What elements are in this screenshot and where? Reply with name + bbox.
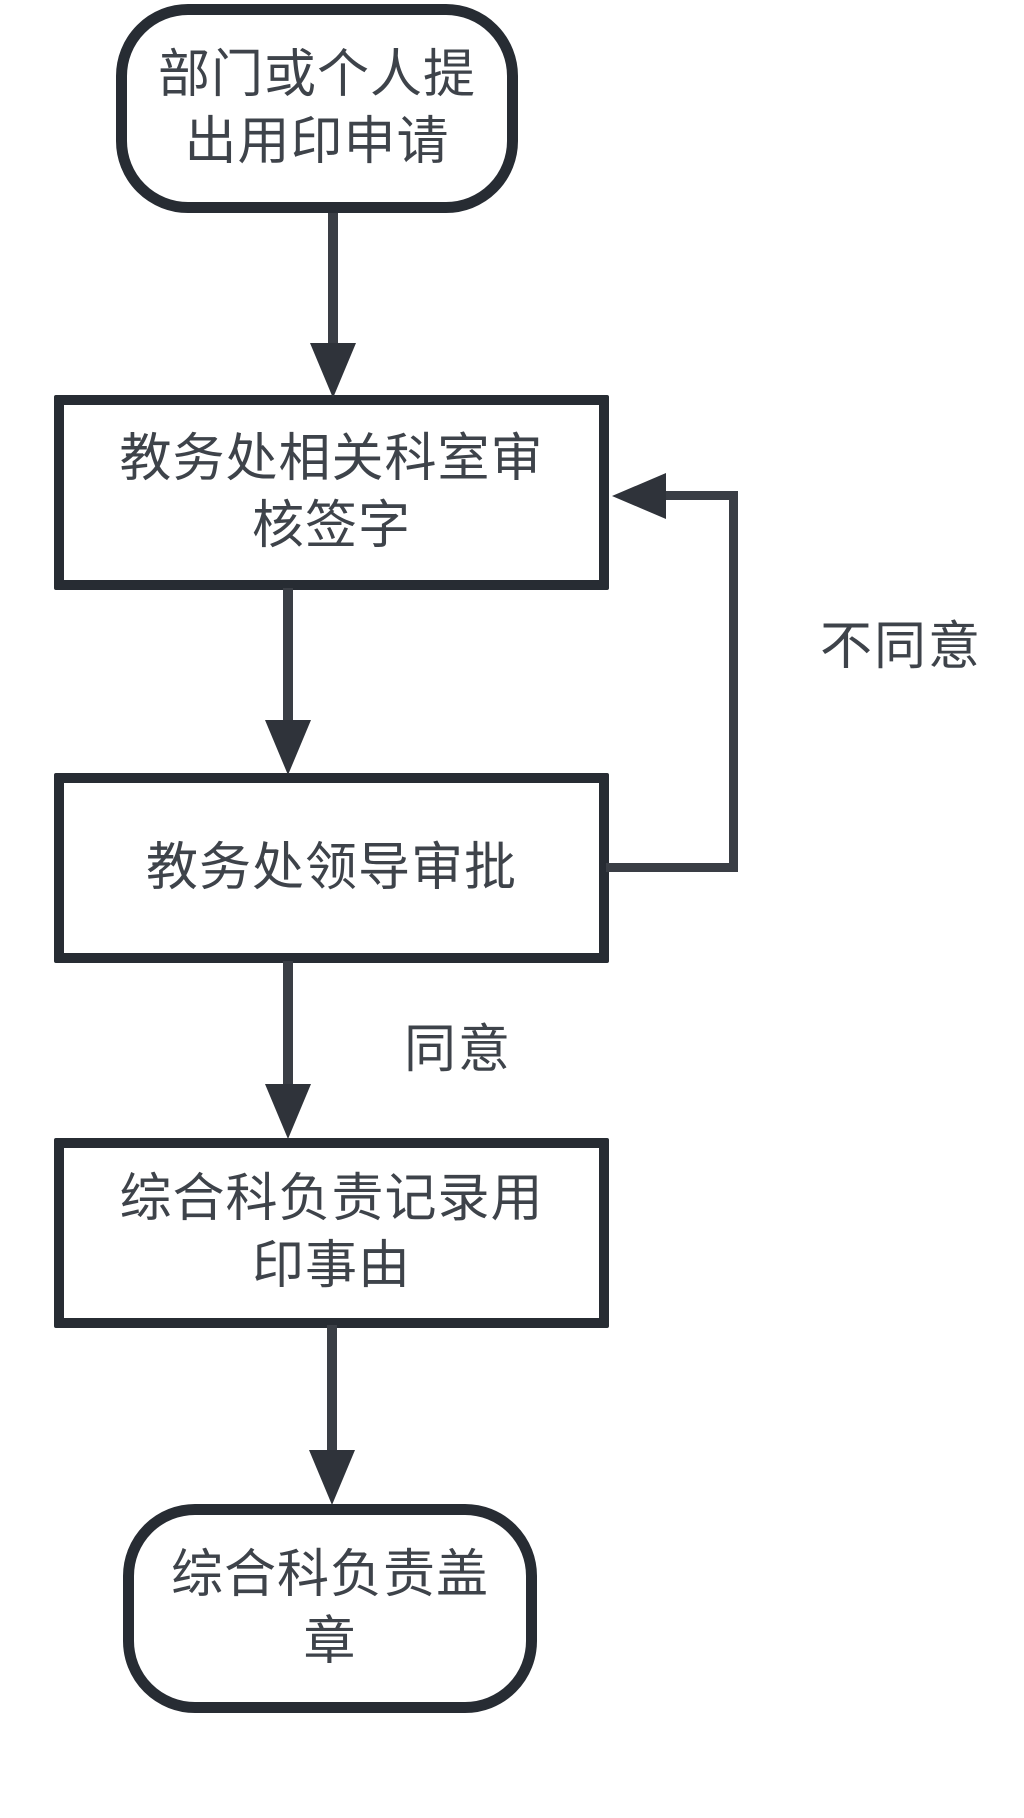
arrow-approve-to-record <box>283 961 293 1089</box>
edge-label-agree: 同意 <box>404 1021 513 1079</box>
arrow-review-to-approve <box>283 588 293 725</box>
arrowhead-down-icon <box>309 1450 355 1505</box>
node-label-line: 章 <box>303 1612 357 1671</box>
feedback-arrow-vertical-segment <box>729 491 738 872</box>
arrowhead-down-icon <box>265 720 311 775</box>
node-label-line: 综合科负责记录用 <box>119 1170 544 1228</box>
arrowhead-left-icon <box>612 473 666 519</box>
node-label-line: 核签字 <box>251 496 411 555</box>
feedback-arrow-top-segment <box>662 491 738 500</box>
node-record-step: 综合科负责记录用 印事由 <box>54 1138 609 1328</box>
edge-label-disagree: 不同意 <box>820 618 983 676</box>
arrow-start-to-review <box>328 213 338 348</box>
node-label-line: 教务处领导审批 <box>145 838 517 897</box>
node-label-line: 部门或个人提 <box>157 45 476 104</box>
arrowhead-down-icon <box>265 1084 311 1139</box>
node-label-line: 印事由 <box>251 1237 411 1295</box>
node-start-terminal: 部门或个人提 出用印申请 <box>116 4 518 213</box>
node-label-line: 综合科负责盖 <box>170 1545 489 1604</box>
node-label-line: 教务处相关科室审 <box>119 429 544 488</box>
node-approve-step: 教务处领导审批 <box>54 773 609 963</box>
feedback-arrow-bottom-segment <box>606 863 738 872</box>
node-stamp-terminal: 综合科负责盖 章 <box>123 1504 537 1713</box>
arrow-record-to-stamp <box>327 1325 337 1454</box>
node-review-step: 教务处相关科室审 核签字 <box>54 395 609 590</box>
node-label-line: 出用印申请 <box>184 112 450 171</box>
arrowhead-down-icon <box>310 343 356 398</box>
